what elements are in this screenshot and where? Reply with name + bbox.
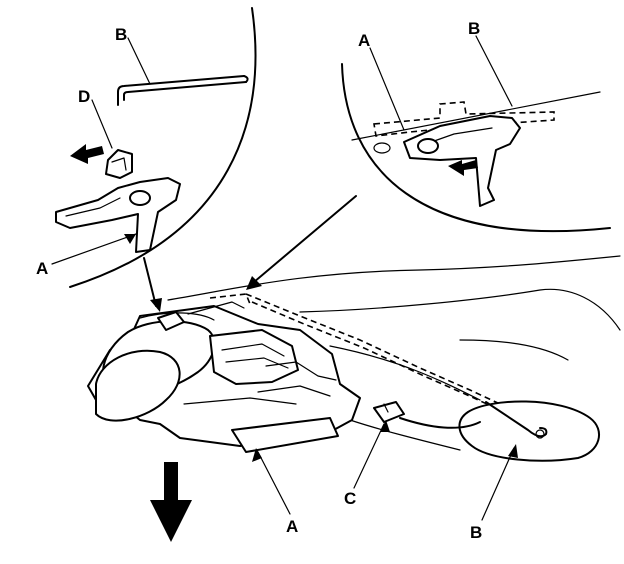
tool-dashed-outline <box>373 101 555 137</box>
label-right-a: A <box>358 31 370 50</box>
pump-rib-1 <box>265 361 337 381</box>
pump-top-connector <box>157 311 185 331</box>
clip-d <box>105 149 133 179</box>
leader-main-c-head <box>380 420 390 432</box>
leader-main-b <box>481 447 515 521</box>
tool-main-dashed-2 <box>251 301 505 413</box>
right-inset-border <box>341 63 611 233</box>
left-detail-inset: B D A <box>36 7 257 288</box>
pointer-right-head <box>246 276 262 290</box>
leader-left-a-head <box>124 234 136 244</box>
pump-upper-ridge <box>221 343 285 357</box>
pump-rib-2 <box>257 385 331 397</box>
pump-filter <box>231 417 339 453</box>
float-arm-hook <box>535 429 545 439</box>
left-arrow-icon <box>70 144 104 164</box>
inset-pointers <box>143 195 357 312</box>
tool-rod-end <box>243 75 249 83</box>
label-right-b: B <box>468 19 480 38</box>
leader-left-a <box>51 233 137 265</box>
pointer-right <box>253 195 357 283</box>
leader-main-c <box>353 423 385 489</box>
right-arrow-icon <box>448 160 478 176</box>
pointer-left <box>143 257 157 307</box>
right-inset-guide <box>351 91 601 141</box>
tool-main-dashed-tip <box>209 293 251 305</box>
body-line-low <box>459 339 569 361</box>
label-left-b: B <box>115 25 127 44</box>
label-left-d: D <box>78 87 90 106</box>
pump-top-bracket <box>187 301 245 315</box>
pointer-left-head <box>150 298 162 312</box>
wire-harness <box>399 417 481 429</box>
connector-c <box>373 401 405 423</box>
leader-left-d <box>91 99 113 149</box>
connector-socket <box>129 190 151 206</box>
leader-main-b-head <box>508 444 518 458</box>
leader-right-a <box>369 47 405 131</box>
cover-rim <box>139 312 215 321</box>
leader-left-b <box>127 37 151 85</box>
body-line-upper <box>167 255 621 301</box>
body-line-mid <box>299 288 621 331</box>
right-connector-socket <box>417 138 439 154</box>
clip-d-detail <box>111 157 127 171</box>
body-line-bottom <box>349 419 461 451</box>
body-line-diag <box>329 345 481 401</box>
leader-right-b <box>475 35 513 107</box>
label-left-a: A <box>36 259 48 278</box>
right-detail-inset: A B <box>341 19 611 233</box>
right-connector <box>403 115 521 207</box>
cover-lobe-2 <box>95 349 181 422</box>
pump-upper-block <box>209 329 299 385</box>
connector-latch-line <box>65 197 121 217</box>
tool-rod <box>117 75 245 106</box>
label-main-c: C <box>344 489 356 508</box>
pump-rib-3 <box>183 397 297 405</box>
leader-main-a-head <box>252 448 262 462</box>
left-inset-border <box>69 7 257 288</box>
main-assembly: C A B <box>87 255 621 542</box>
right-connector-hole <box>373 142 391 154</box>
tool-rod-edge <box>123 81 247 101</box>
connector-c-detail <box>383 403 389 413</box>
label-main-a: A <box>286 517 298 536</box>
down-arrow-icon <box>150 462 192 542</box>
leader-main-a <box>257 451 291 515</box>
label-main-b: B <box>470 523 482 542</box>
float-arm-b <box>485 401 548 438</box>
